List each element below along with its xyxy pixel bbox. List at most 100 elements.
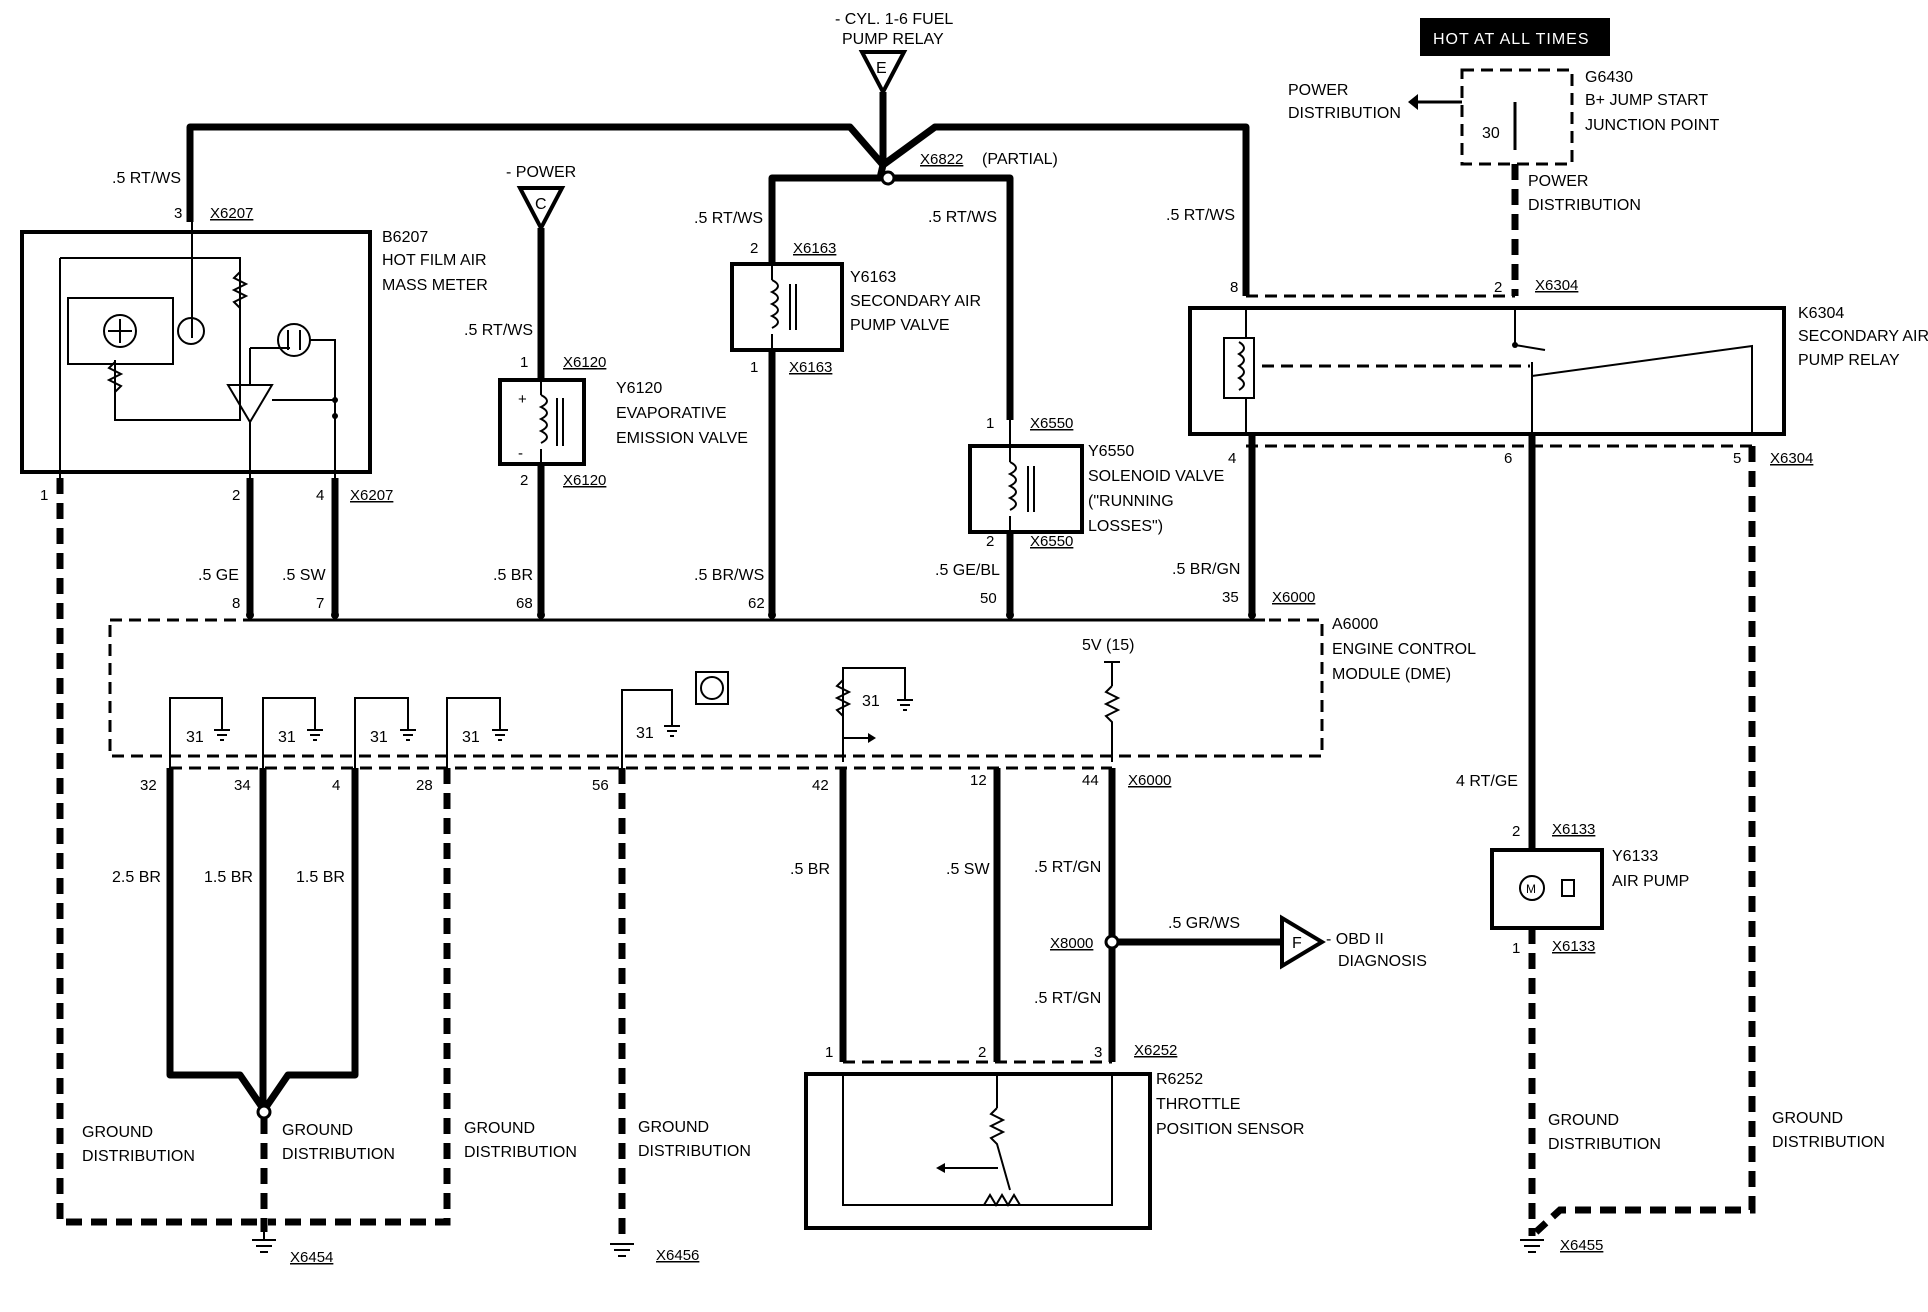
conn-x6207-bottom: X6207 xyxy=(350,487,393,504)
dme-ground-31-a xyxy=(169,697,223,770)
b6207-resistor-icon xyxy=(231,271,249,309)
y6163-core xyxy=(789,284,797,330)
r6252-label-1: R6252 xyxy=(1156,1071,1203,1088)
conn-x6000-bottom: X6000 xyxy=(1128,772,1171,789)
dme-pin-44: 44 xyxy=(1082,772,1099,789)
feed-wire-to-b6207 xyxy=(186,123,886,222)
conn-x6133-top: X6133 xyxy=(1552,821,1595,838)
obd-triangle-icon xyxy=(1280,914,1326,970)
tps-internal-wiring xyxy=(842,1074,1113,1206)
y6163-label-2: SECONDARY AIR xyxy=(850,293,981,310)
ground-dist-6a: GROUND xyxy=(1772,1110,1843,1127)
wire-label-rt-gn1: .5 RT/GN xyxy=(1034,859,1101,876)
obd-letter: F xyxy=(1292,935,1302,952)
wire-label-rt-ws-5: .5 RT/WS xyxy=(464,322,533,339)
y6120-evaporative-emission-valve: + - Y6120 EVAPORATIVE EMISSION VALVE xyxy=(498,378,748,466)
y6550-solenoid-valve: Y6550 SOLENOID VALVE ("RUNNING LOSSES") xyxy=(968,420,1224,535)
feed-wire-to-y6163 xyxy=(768,164,887,262)
y6163-secondary-air-pump-valve: Y6163 SECONDARY AIR PUMP VALVE xyxy=(730,262,981,352)
y6550-label-4: LOSSES") xyxy=(1088,518,1163,535)
k6304-pin-4: 4 xyxy=(1228,450,1236,467)
g6430-junction-box xyxy=(1460,68,1574,166)
tps-track-resistor-icon xyxy=(983,1193,1021,1207)
coil-icon xyxy=(769,279,779,329)
k6304-pin-6: 6 xyxy=(1504,450,1512,467)
conn-x6456: X6456 xyxy=(656,1247,699,1264)
dme-sensor-circle xyxy=(700,676,724,700)
power-ref-label: - POWER xyxy=(506,164,576,181)
b6207-internal-circuit xyxy=(60,222,241,421)
arrow-left-icon xyxy=(936,1163,945,1173)
wire-label-rt-ws-2: .5 RT/WS xyxy=(694,210,763,227)
motor-letter: M xyxy=(1526,882,1536,896)
b6207-heater-bars xyxy=(287,330,301,350)
wire-label-sw5: .5 SW xyxy=(946,861,990,878)
wire-br-15-pin4 xyxy=(261,768,359,1112)
motor-icon xyxy=(1519,875,1545,901)
dme-pin-35: 35 xyxy=(1222,589,1239,606)
ground-dist-4b: DISTRIBUTION xyxy=(638,1143,751,1160)
ground-wire-pin28 xyxy=(268,768,451,1226)
r6252-label-3: POSITION SENSOR xyxy=(1156,1121,1304,1138)
wire-label-br5: .5 BR xyxy=(790,861,830,878)
pin-dot xyxy=(331,611,339,619)
dme-ground-31-b xyxy=(262,697,316,770)
ground-icon xyxy=(1520,1239,1544,1253)
y6550-pin-2: 2 xyxy=(986,533,994,550)
b6207-resistor2-icon xyxy=(106,361,124,420)
y6163-pin-1: 1 xyxy=(750,359,758,376)
y6550-label-3: ("RUNNING xyxy=(1088,493,1174,510)
g6430-pin: 30 xyxy=(1482,125,1500,142)
b6207-label-2: HOT FILM AIR xyxy=(382,252,487,269)
k6304-pin-8: 8 xyxy=(1230,279,1238,296)
pin-dot xyxy=(1248,611,1256,619)
k6304-label-1: K6304 xyxy=(1798,305,1844,322)
ground-dist-1a: GROUND xyxy=(82,1124,153,1141)
conn-x6455: X6455 xyxy=(1560,1237,1603,1254)
y6163-label-3: PUMP VALVE xyxy=(850,317,950,334)
y6120-label-1: Y6120 xyxy=(616,380,662,397)
pin-dot xyxy=(246,611,254,619)
g6430-label-1: G6430 xyxy=(1585,69,1633,86)
wire-label-br-gn: .5 BR/GN xyxy=(1172,561,1240,578)
conn-x6120-bottom: X6120 xyxy=(563,472,606,489)
coil-icon xyxy=(1007,461,1017,511)
resistor-icon xyxy=(988,1107,1011,1191)
ground-dist-3b: DISTRIBUTION xyxy=(464,1144,577,1161)
dme-pin-56: 56 xyxy=(592,777,609,794)
dme-ground-31-f xyxy=(842,667,906,762)
wire-label-ge: .5 GE xyxy=(198,567,239,584)
b6207-pin-2: 2 xyxy=(232,487,240,504)
wire-label-rt-ws-3: .5 RT/WS xyxy=(928,209,997,226)
b6207-junction-dot2 xyxy=(332,413,338,419)
ground-icon xyxy=(492,729,508,741)
splice-partial-label: (PARTIAL) xyxy=(982,151,1058,168)
y6133-label-2: AIR PUMP xyxy=(1612,873,1689,890)
conn-x6550-bottom: X6550 xyxy=(1030,533,1073,550)
dme-gnd-31-c: 31 xyxy=(370,729,388,746)
feed-wire-to-y6550 xyxy=(886,174,1014,420)
dme-pin-7: 7 xyxy=(316,595,324,612)
relay-ref-line2: PUMP RELAY xyxy=(842,31,944,48)
conn-x6252: X6252 xyxy=(1134,1042,1177,1059)
y6550-pin-1: 1 xyxy=(986,415,994,432)
y6120-minus: - xyxy=(518,445,523,462)
dme-gnd-31-e: 31 xyxy=(636,725,654,742)
y6133-symbol xyxy=(1561,879,1575,897)
fuel-pump-relay-reference: - CYL. 1-6 FUEL PUMP RELAY E xyxy=(835,11,953,97)
dme-ground-31-e xyxy=(621,689,673,770)
a6000-engine-control-module: A6000 ENGINE CONTROL MODULE (DME) 31 31 … xyxy=(108,616,1476,770)
b6207-label-3: MASS METER xyxy=(382,277,488,294)
b6207-junction-dot xyxy=(332,397,338,403)
dme-ground-31-d xyxy=(446,697,501,770)
hot-at-all-times-badge xyxy=(1420,18,1610,56)
k6304-label-2: SECONDARY AIR xyxy=(1798,328,1928,345)
conn-x8000: X8000 xyxy=(1050,935,1093,952)
conn-x6207-top: X6207 xyxy=(210,205,253,222)
k6304-secondary-air-pump-relay: K6304 SECONDARY AIR PUMP RELAY xyxy=(1188,294,1928,448)
conn-x6120-top: X6120 xyxy=(563,354,606,371)
r6252-throttle-position-sensor: R6252 THROTTLE POSITION SENSOR xyxy=(804,1060,1304,1230)
dme-pin-62: 62 xyxy=(748,595,765,612)
ground-dist-2a: GROUND xyxy=(282,1122,353,1139)
